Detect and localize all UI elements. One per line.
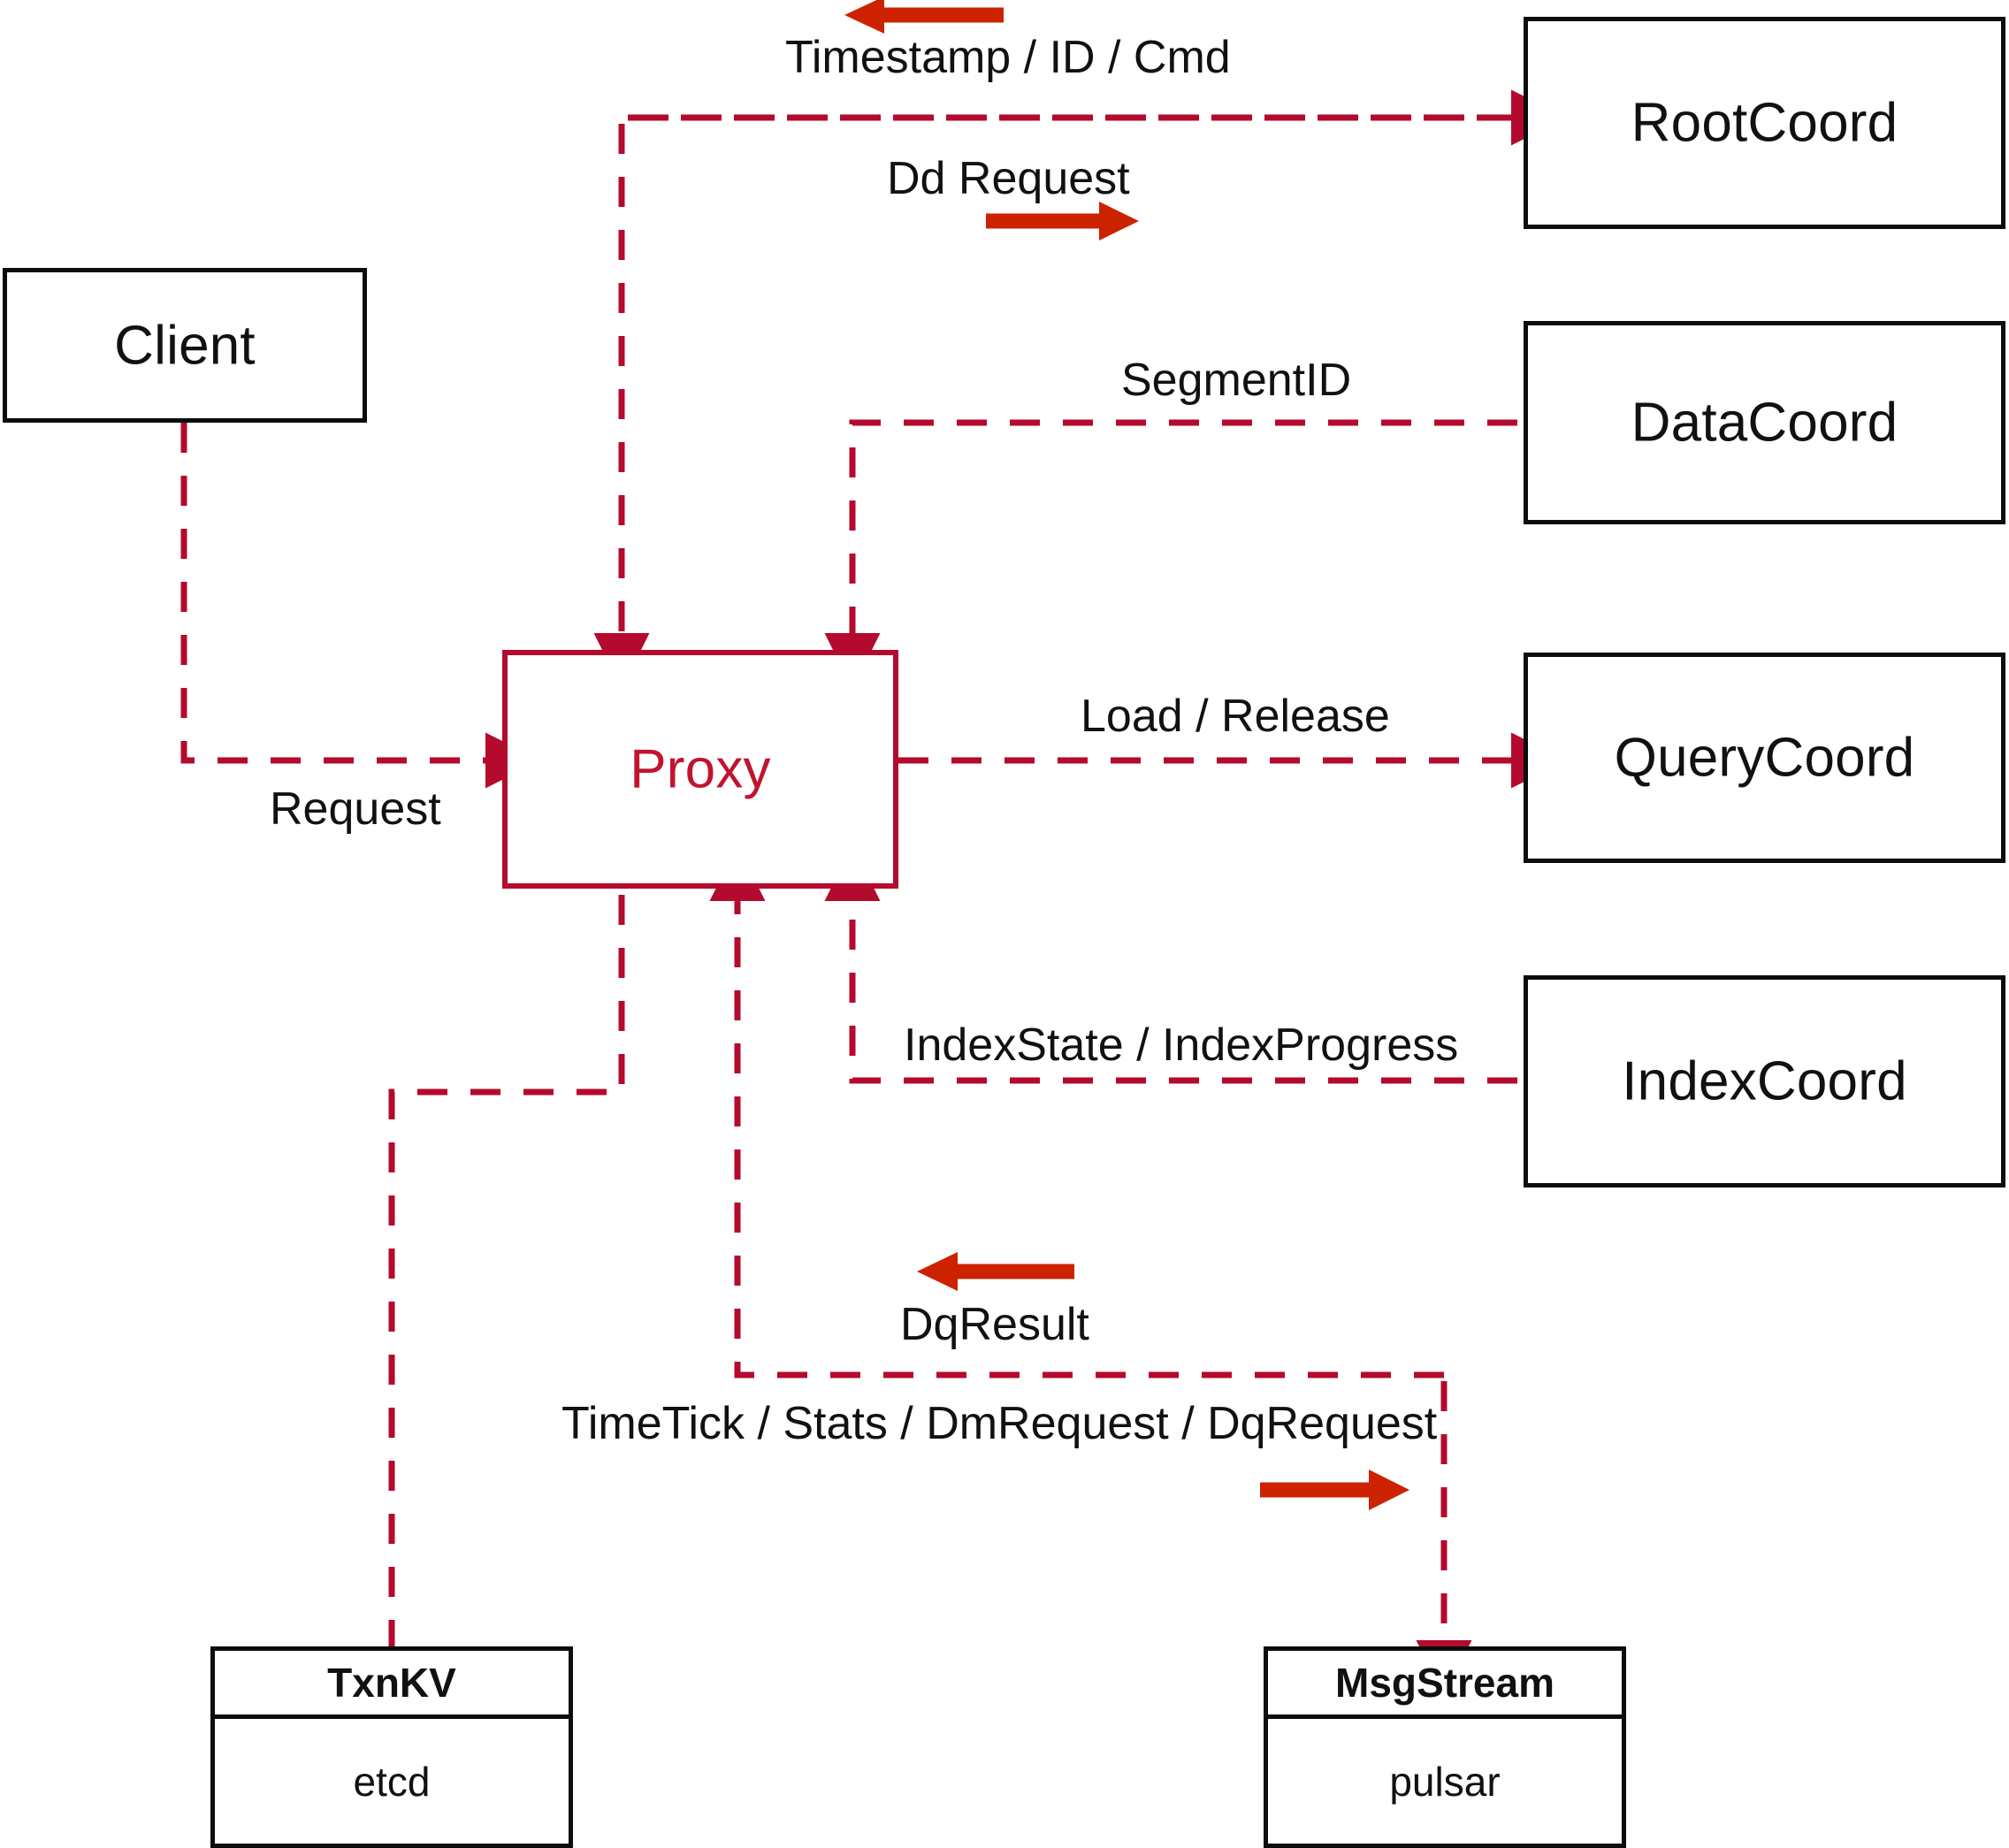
node-proxy[interactable]: Proxy: [502, 650, 898, 889]
edge-label-load-release: Load / Release: [1081, 691, 1390, 742]
node-txnkv[interactable]: TxnKV etcd: [210, 1646, 573, 1848]
node-client-label: Client: [114, 315, 256, 376]
edge-label-request: Request: [270, 783, 441, 835]
edge-label-index-state: IndexState / IndexProgress: [904, 1019, 1459, 1071]
edge-label-timetick: TimeTick / Stats / DmRequest / DqRequest: [561, 1398, 1438, 1449]
edge-rootcoord-proxy: [593, 114, 1517, 689]
node-datacoord[interactable]: DataCoord: [1524, 321, 2005, 524]
node-msgstream[interactable]: MsgStream pulsar: [1264, 1646, 1626, 1848]
node-client[interactable]: Client: [3, 268, 367, 423]
node-indexcoord-label: IndexCoord: [1622, 1050, 1907, 1112]
edge-label-dd-request: Dd Request: [887, 153, 1130, 204]
direction-arrow-right-timetick: [1260, 1470, 1409, 1510]
node-msgstream-header: MsgStream: [1268, 1651, 1622, 1719]
edge-proxy-txnkv: [388, 895, 625, 1646]
direction-arrow-right-ddrequest: [986, 202, 1139, 241]
direction-arrow-left-timestamp: [844, 0, 1004, 34]
node-txnkv-header: TxnKV: [215, 1651, 569, 1719]
edge-indexcoord-proxy: [824, 845, 1517, 1084]
edge-datacoord-proxy: [824, 419, 1517, 689]
node-proxy-label: Proxy: [630, 738, 771, 800]
edge-label-dq-result: DqResult: [900, 1299, 1089, 1350]
node-querycoord[interactable]: QueryCoord: [1524, 653, 2005, 863]
node-rootcoord-label: RootCoord: [1631, 92, 1898, 154]
node-datacoord-label: DataCoord: [1631, 392, 1898, 454]
node-indexcoord[interactable]: IndexCoord: [1524, 975, 2005, 1187]
direction-arrow-left-dqresult: [917, 1252, 1074, 1291]
edge-label-segment-id: SegmentID: [1121, 355, 1352, 406]
node-txnkv-body: etcd: [353, 1758, 431, 1805]
edge-client-proxy: [180, 423, 541, 789]
edge-msgstream-proxy: [709, 845, 1444, 1378]
edge-label-timestamp: Timestamp / ID / Cmd: [785, 32, 1231, 83]
node-querycoord-label: QueryCoord: [1614, 727, 1915, 789]
node-rootcoord[interactable]: RootCoord: [1524, 17, 2005, 229]
node-msgstream-body: pulsar: [1389, 1758, 1501, 1805]
direction-arrow-layer: [844, 0, 1409, 1510]
